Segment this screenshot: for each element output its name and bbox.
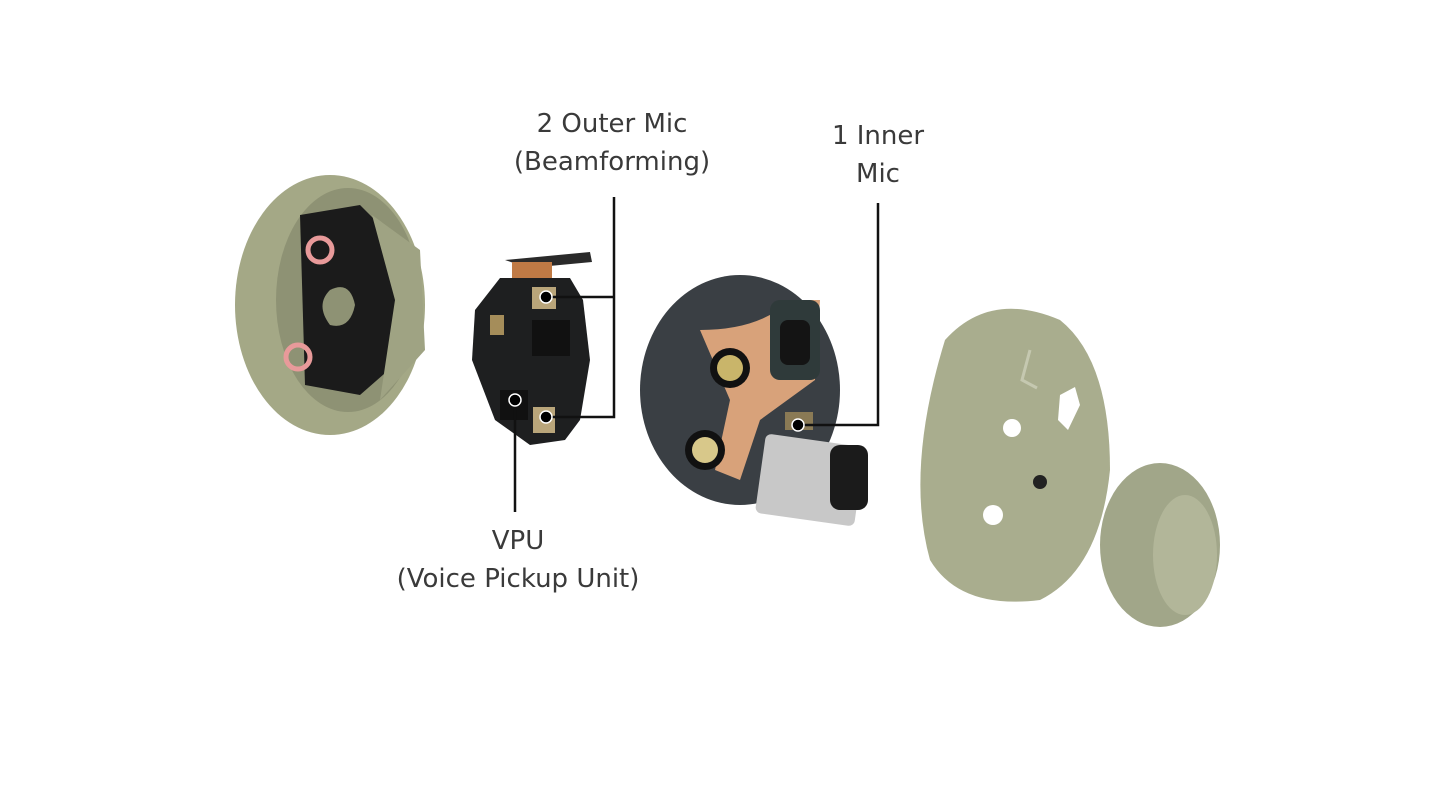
outer-mic-label-line1: 2 Outer Mic [536, 109, 688, 139]
inner-mic-label-line2: Mic [856, 159, 900, 189]
inner-mic-dot [791, 418, 805, 432]
outer-mic-label: 2 Outer Mic (Beamforming) [500, 105, 724, 181]
outer-mic-dot-top [539, 290, 553, 304]
vpu-label-line1: VPU [491, 526, 545, 556]
leader-inner-mic [798, 203, 880, 427]
core-module [640, 275, 868, 526]
outer-mic-dot-bottom [539, 410, 553, 424]
earbud-front [920, 308, 1220, 627]
vpu-label-line2: (Voice Pickup Unit) [396, 564, 640, 594]
back-shell-cover [235, 175, 425, 435]
inner-mic-label: 1 Inner Mic [808, 117, 948, 193]
vpu-label: VPU (Voice Pickup Unit) [380, 522, 656, 598]
outer-mic-label-line2: (Beamforming) [513, 147, 711, 177]
inner-mic-label-line1: 1 Inner [831, 121, 925, 151]
vpu-dot [508, 393, 522, 407]
leader-outer-mic [546, 197, 616, 419]
